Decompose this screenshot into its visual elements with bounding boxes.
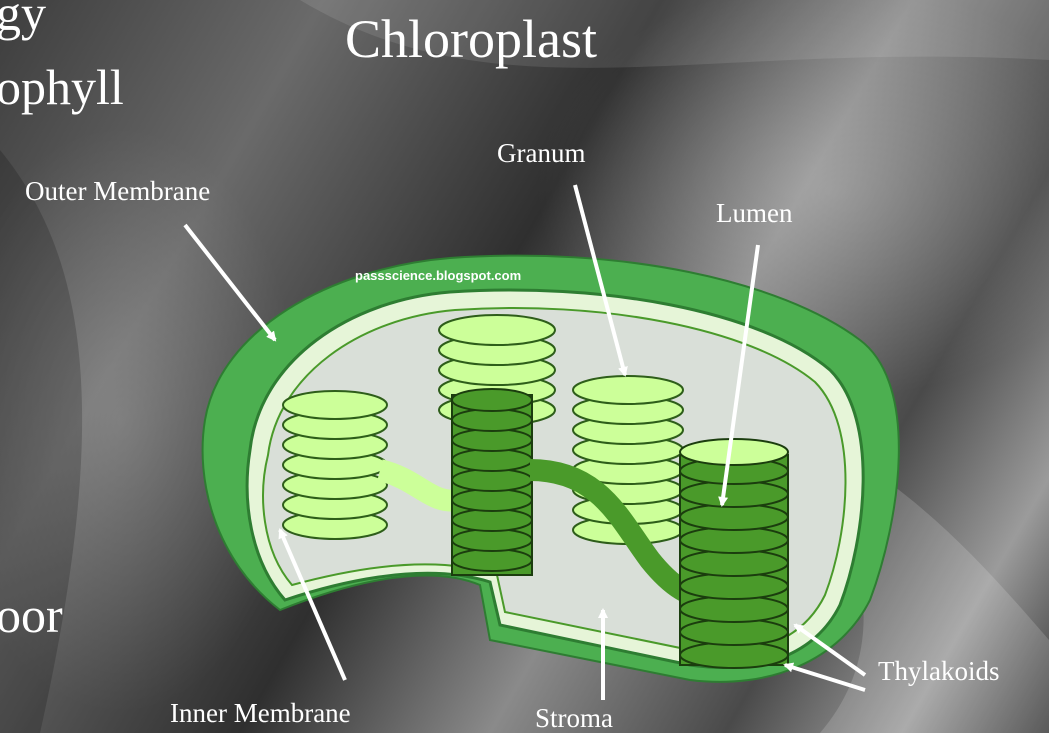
label-stroma: Stroma — [535, 705, 613, 732]
label-granum: Granum — [497, 140, 585, 167]
watermark: passscience.blogspot.com — [355, 268, 521, 283]
label-inner-membrane: Inner Membrane — [170, 700, 351, 727]
arrow-outer-membrane — [185, 225, 275, 340]
label-thylakoids: Thylakoids — [878, 658, 1000, 685]
right-front-granum — [680, 439, 788, 668]
left-granum — [283, 391, 387, 539]
center-granum-cut — [452, 389, 532, 575]
label-outer-membrane: Outer Membrane — [25, 178, 210, 205]
label-lumen: Lumen — [716, 200, 792, 227]
